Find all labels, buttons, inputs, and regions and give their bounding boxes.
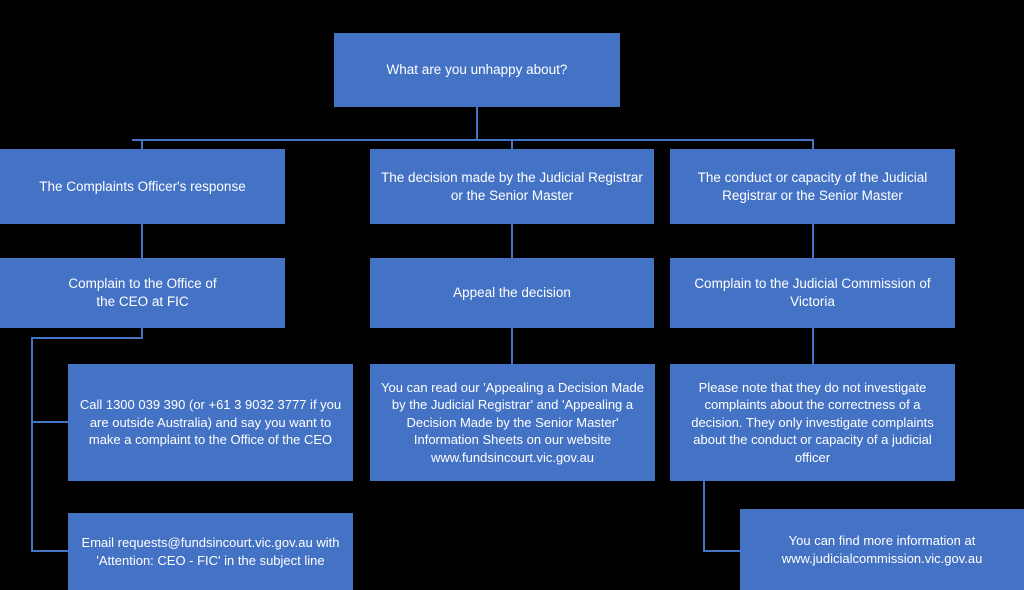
connector-drop-left-branch [141,139,143,149]
node-root-question[interactable]: What are you unhappy about? [334,33,620,107]
connector-left-branch-to-action [141,224,143,258]
connector-root-stem [476,107,478,139]
connector-left-elbow-top [31,337,143,339]
node-detail-phone-ceo[interactable]: Call 1300 039 390 (or +61 3 9032 3777 if… [68,364,353,481]
connector-left-spine [31,337,33,552]
connector-left-action-stem [141,328,143,339]
node-detail-email-ceo[interactable]: Email requests@fundsincourt.vic.gov.au w… [68,513,353,590]
node-detail-appeal-information-sheets[interactable]: You can read our 'Appealing a Decision M… [370,364,655,481]
connector-drop-right-branch [812,139,814,149]
node-action-appeal-the-decision[interactable]: Appeal the decision [370,258,654,328]
connector-middle-branch-to-action [511,224,513,258]
connector-right-branch-to-action [812,224,814,258]
node-branch-decision-made[interactable]: The decision made by the Judicial Regist… [370,149,654,224]
connector-middle-action-to-detail [511,328,513,364]
node-action-complain-to-judicial-commission[interactable]: Complain to the Judicial Commission of V… [670,258,955,328]
connector-branch-bar [132,139,814,141]
node-action-complain-to-ceo[interactable]: Complain to the Office of the CEO at FIC [0,258,285,328]
connector-left-to-phone-box [31,421,71,423]
connector-left-to-email-box [31,550,71,552]
node-branch-complaints-officer-response[interactable]: The Complaints Officer's response [0,149,285,224]
node-detail-commission-website[interactable]: You can find more information at www.jud… [740,509,1024,590]
connector-right-detail-stem [703,481,705,552]
node-branch-conduct-or-capacity[interactable]: The conduct or capacity of the Judicial … [670,149,955,224]
connector-right-to-info-box [703,550,743,552]
connector-drop-middle-branch [511,139,513,149]
connector-right-action-to-detail [812,328,814,364]
node-detail-commission-scope[interactable]: Please note that they do not investigate… [670,364,955,481]
